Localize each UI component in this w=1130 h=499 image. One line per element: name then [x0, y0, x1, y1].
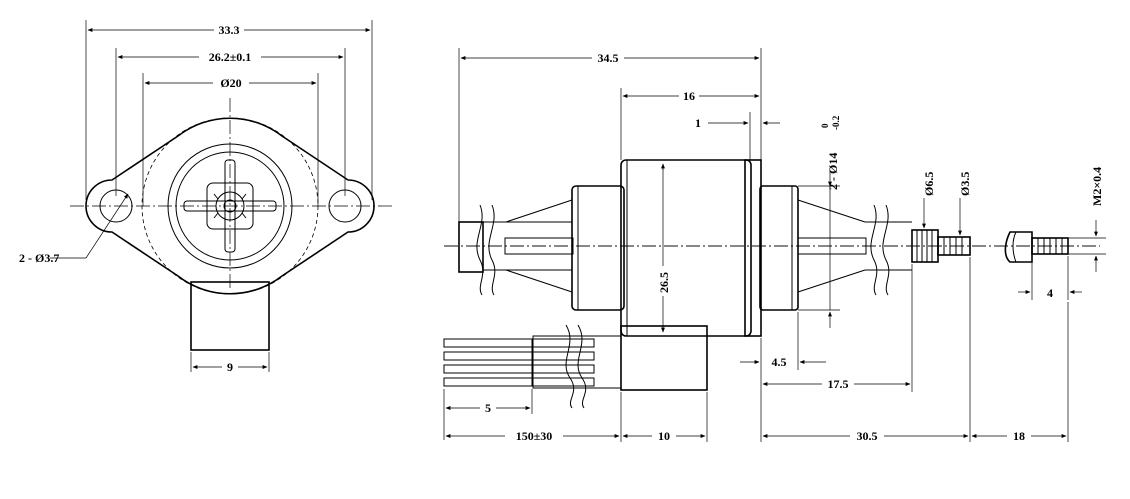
thread-length-dim: 4: [1047, 286, 1053, 300]
overall-length-dim: 34.5: [598, 51, 619, 65]
mount-hole-left: [99, 189, 133, 223]
lead-length-dim: 150±30: [516, 429, 553, 443]
lead-wires: [443, 324, 595, 409]
lead-strip-dim: 5: [485, 401, 491, 415]
body-height-dim: 26.5: [657, 272, 671, 293]
overall-width-dim: 33.3: [219, 23, 240, 37]
connector-length-dim: 10: [658, 429, 670, 443]
body-diameter-dim: Ø20: [220, 76, 241, 90]
flange-thickness-dim: 1: [695, 116, 701, 130]
connector-width-dim: 9: [227, 360, 233, 374]
body-length-dim: 16: [683, 89, 695, 103]
rotor-cross: [183, 159, 277, 253]
rear-offset-dim: 4.5: [772, 355, 787, 369]
hole-pitch-dim: 26.2±0.1: [209, 50, 252, 64]
mount-hole-right: [328, 189, 362, 223]
screw-length-dim: 18: [1013, 429, 1025, 443]
tip-diameter-dim: Ø3.5: [958, 172, 972, 196]
screw-detail: [1004, 231, 1069, 263]
step-diameter-dim: Ø6.5: [922, 172, 936, 196]
flange-diameter-dim: 2 - Ø14: [826, 153, 840, 190]
flange-tol-upper: 0: [820, 123, 830, 128]
motor-body: [571, 185, 625, 311]
connector-block: [190, 281, 270, 351]
mount-holes-dim: 2 - Ø3.7: [19, 251, 59, 265]
shaft-extension-dim: 17.5: [828, 377, 849, 391]
total-shaft-dim: 30.5: [857, 429, 878, 443]
side-view: 34.5 16 1 2 - Ø14 0 -0.2: [443, 48, 1106, 443]
flange-tol-lower: -0.2: [831, 115, 841, 130]
thread-dim: M2×0.4: [1090, 167, 1104, 206]
front-view: 33.3 26.2±0.1 Ø20: [19, 20, 395, 374]
